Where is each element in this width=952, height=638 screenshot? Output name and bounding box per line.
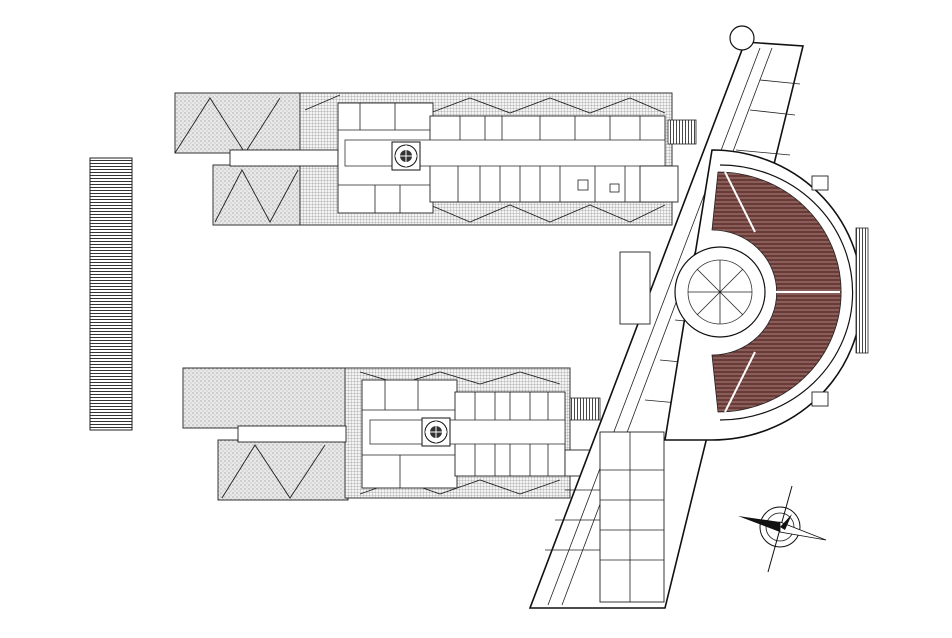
parking-strip xyxy=(89,157,133,431)
upper-wing xyxy=(174,92,697,226)
circular-stair-icon xyxy=(421,417,451,447)
circular-stair-icon xyxy=(391,141,421,171)
tower-circle xyxy=(729,25,755,51)
compass-rose-icon xyxy=(738,485,827,573)
auditorium xyxy=(664,149,869,441)
lower-wing xyxy=(182,367,601,501)
